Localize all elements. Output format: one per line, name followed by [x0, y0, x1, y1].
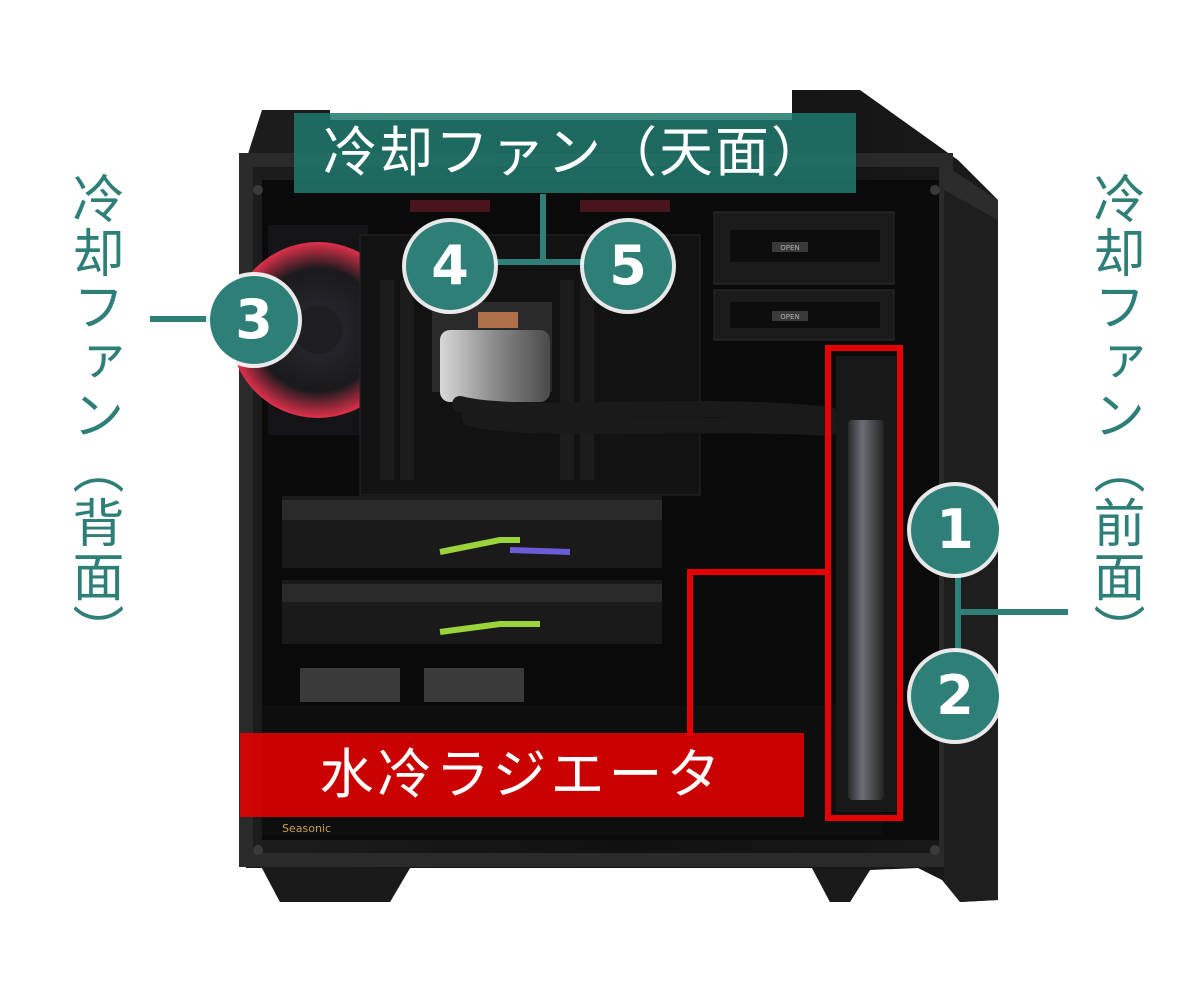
graphics-card-lower — [282, 580, 662, 644]
badge-3: 3 — [210, 276, 298, 364]
label-back-fan: 冷却ファン（背面） — [63, 172, 123, 658]
label-front-fan: 冷却ファン（前面） — [1084, 172, 1144, 658]
radiator — [836, 356, 896, 812]
case-screws — [253, 185, 940, 855]
optical-drive-bays: OPEN OPEN — [713, 211, 895, 341]
case-feet — [246, 868, 870, 902]
radiator-highlight-box — [825, 345, 903, 821]
radiator-leader-line — [687, 569, 828, 736]
callout-lines — [150, 194, 1068, 654]
drive-bay-label: OPEN — [780, 244, 799, 252]
water-tubes — [452, 396, 838, 436]
label-radiator: 水冷ラジエータ — [240, 733, 804, 817]
badge-5: 5 — [584, 222, 672, 310]
storage-drives — [300, 668, 524, 702]
label-top-fan: 冷却ファン（天面） — [294, 113, 856, 193]
drive-bay-label: OPEN — [780, 313, 799, 321]
cpu-water-block — [432, 302, 552, 402]
badge-4: 4 — [406, 222, 494, 310]
radiator-highlight — [687, 345, 903, 821]
psu-brand-label: Seasonic — [282, 822, 331, 835]
badge-1: 1 — [911, 486, 999, 574]
badge-2: 2 — [911, 652, 999, 740]
top-fans — [410, 200, 670, 212]
graphics-card-upper — [282, 496, 662, 568]
